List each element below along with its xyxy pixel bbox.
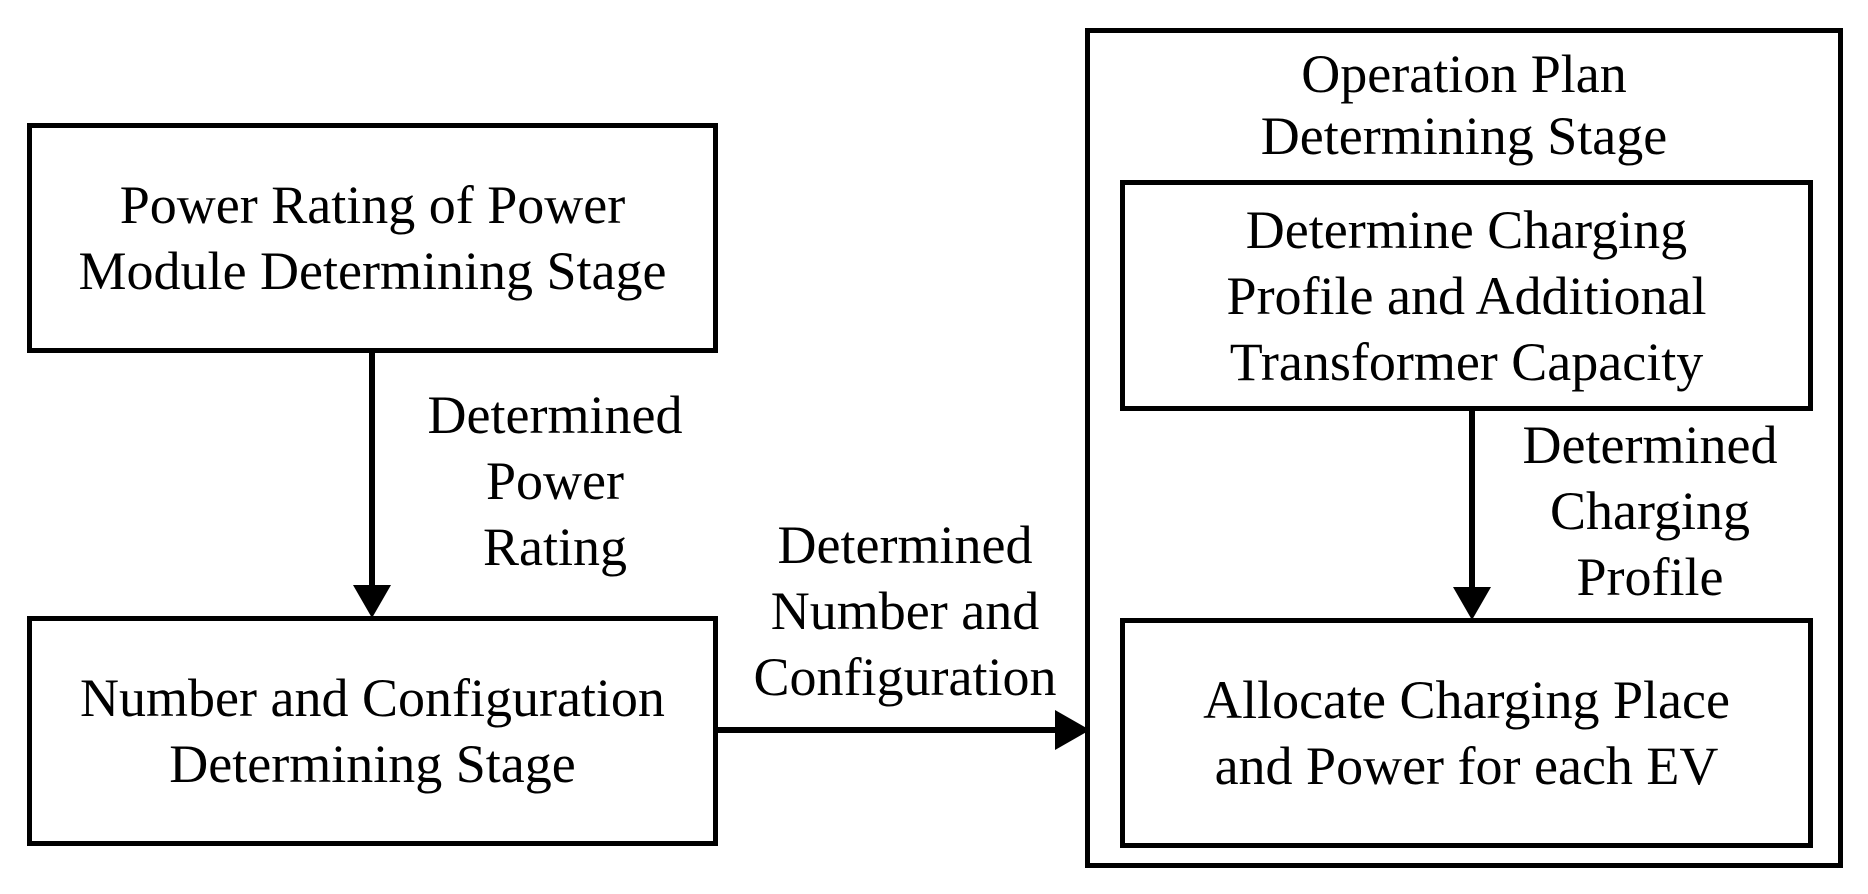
arrow-substep1-to-substep2 [1453, 410, 1491, 620]
arrow-stage2-to-stage3 [716, 710, 1090, 750]
stage1-line-1: Power Rating of Power [119, 175, 626, 235]
edge-label-1-line-2: Power [486, 451, 624, 511]
edge-label-2-line-3: Configuration [753, 647, 1057, 707]
edge-label-stage2-to-stage3: Determined Number and Configuration [745, 512, 1065, 710]
substep2-label: Allocate Charging Place and Power for ea… [1203, 667, 1730, 799]
stage2-box: Number and Configuration Determining Sta… [27, 616, 718, 846]
edge-label-2-line-2: Number and [770, 581, 1040, 641]
stage3-title-line-2: Determining Stage [1260, 106, 1668, 166]
edge-label-3-line-3: Profile [1576, 547, 1724, 607]
stage2-line-1: Number and Configuration [80, 668, 665, 728]
substep1-line-1: Determine Charging [1245, 199, 1688, 260]
stage1-label: Power Rating of Power Module Determining… [79, 172, 667, 304]
stage3-title: Operation Plan Determining Stage [1090, 43, 1838, 167]
stage1-line-2: Module Determining Stage [78, 241, 667, 301]
stage2-line-2: Determining Stage [169, 734, 576, 794]
edge-label-substep1-to-substep2: Determined Charging Profile [1500, 412, 1800, 610]
substep2-line-1: Allocate Charging Place [1203, 670, 1730, 730]
stage3-container: Operation Plan Determining Stage [1085, 28, 1843, 868]
arrow-stage1-to-stage2 [353, 352, 391, 618]
substep2-box: Allocate Charging Place and Power for ea… [1120, 618, 1813, 848]
substep1-label: Determine Charging Profile and Additiona… [1227, 197, 1707, 395]
edge-label-2-line-1: Determined [777, 515, 1033, 575]
edge-label-3-line-2: Charging [1550, 481, 1750, 541]
stage1-box: Power Rating of Power Module Determining… [27, 123, 718, 353]
stage2-label: Number and Configuration Determining Sta… [80, 665, 665, 797]
edge-label-stage1-to-stage2: Determined Power Rating [405, 382, 705, 580]
substep1-line-3: Transformer Capacity [1229, 331, 1704, 392]
substep1-box: Determine Charging Profile and Additiona… [1120, 180, 1813, 411]
edge-label-3-line-1: Determined [1522, 415, 1778, 475]
stage3-title-line-1: Operation Plan [1301, 44, 1627, 104]
substep1-line-2: Profile and Additional [1226, 265, 1707, 326]
substep2-line-2: and Power for each EV [1214, 736, 1719, 796]
edge-label-1-line-3: Rating [483, 517, 627, 577]
edge-label-1-line-1: Determined [427, 385, 683, 445]
